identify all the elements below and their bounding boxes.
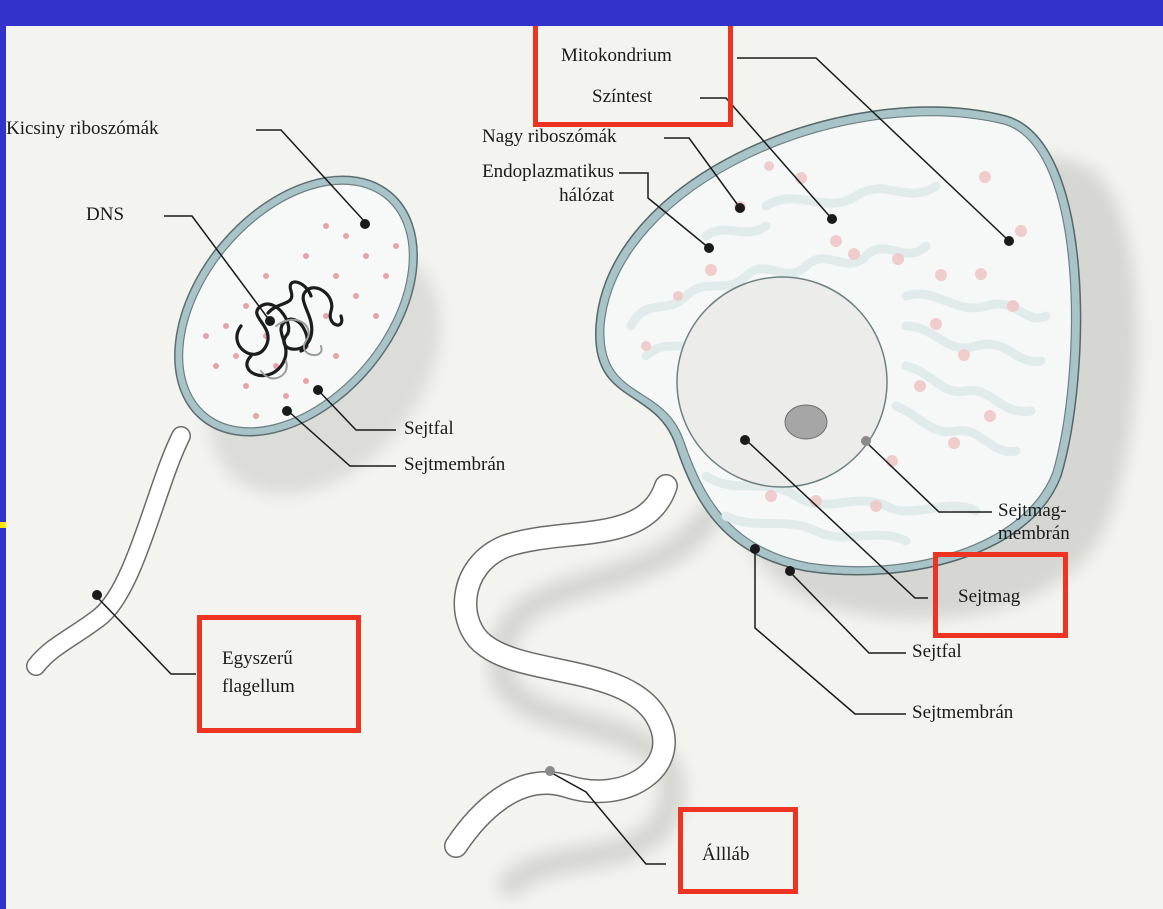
flagellum-fill: [36, 436, 181, 666]
label-cell-membrane-left: Sejtmembrán: [404, 454, 505, 476]
label-nuclear-membrane-1: Sejtmag-: [998, 500, 1067, 522]
nucleus: [677, 277, 887, 487]
highlight-pseudopod: [678, 807, 798, 894]
label-er-2: hálózat: [408, 185, 614, 207]
label-cell-wall-right: Sejtfal: [912, 641, 962, 663]
slide-marker: [0, 522, 6, 528]
highlight-nucleus: [933, 552, 1068, 638]
label-cell-membrane-right: Sejtmembrán: [912, 702, 1013, 724]
diagram-frame: Kicsiny riboszómák DNS Sejtfal Sejtmembr…: [6, 26, 1163, 909]
nucleolus: [785, 405, 827, 439]
label-dna: DNS: [86, 204, 124, 226]
label-cell-wall-left: Sejtfal: [404, 418, 454, 440]
label-small-ribosomes: Kicsiny riboszómák: [6, 118, 159, 140]
label-er-1: Endoplazmatikus: [408, 161, 614, 183]
cell-diagram: [6, 26, 1163, 909]
nuclear-membrane-marker: [861, 436, 871, 446]
highlight-mitochondrion-chloroplast: [533, 26, 733, 127]
pseudopod-marker: [545, 766, 555, 776]
pseudopod-fill: [456, 486, 666, 846]
label-large-ribosomes: Nagy riboszómák: [482, 126, 617, 148]
highlight-flagellum: [197, 615, 361, 733]
label-nuclear-membrane-2: membrán: [998, 523, 1070, 545]
